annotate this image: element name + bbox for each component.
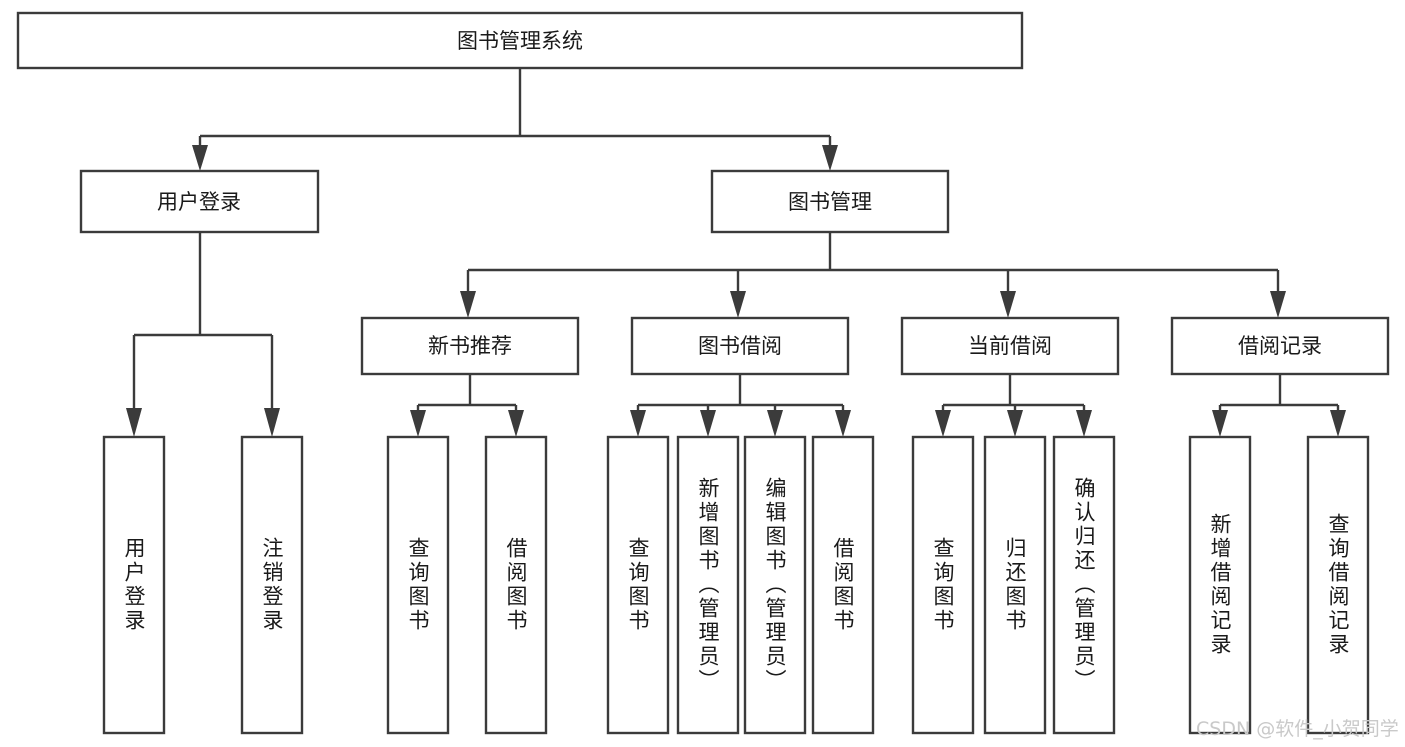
node-leaf-query-borrow-record-box[interactable] xyxy=(1306,435,1370,735)
node-leaf-query-book-recommend-box[interactable] xyxy=(386,435,450,735)
arrow-head-leaf-confirm-return xyxy=(1076,410,1092,437)
arrow-head-book-borrow xyxy=(730,291,746,318)
arrow-head-leaf-query-borrow-record xyxy=(1330,410,1346,437)
node-book-management[interactable]: 图书管理 xyxy=(710,169,950,234)
arrow-head-leaf-logout xyxy=(264,408,280,437)
node-root-box[interactable] xyxy=(16,11,1024,70)
node-leaf-add-book[interactable]: 新增图书（管理员） xyxy=(676,435,740,735)
arrow-head-leaf-add-book xyxy=(700,410,716,437)
node-leaf-user-login[interactable]: 用户登录 xyxy=(102,435,166,735)
node-user-login-label: 用户登录 xyxy=(157,190,241,214)
node-leaf-query-book-borrow-label: 查询图书 xyxy=(626,537,650,633)
node-leaf-edit-book[interactable]: 编辑图书（管理员） xyxy=(743,435,807,735)
node-leaf-query-book-current-box[interactable] xyxy=(911,435,975,735)
node-leaf-borrow-book[interactable]: 借阅图书 xyxy=(811,435,875,735)
node-leaf-query-book-recommend[interactable]: 查询图书 xyxy=(386,435,450,735)
node-leaf-add-borrow-record[interactable]: 新增借阅记录 xyxy=(1188,435,1252,735)
node-root[interactable]: 图书管理系统 xyxy=(16,11,1024,70)
node-leaf-query-borrow-record-label: 查询借阅记录 xyxy=(1326,513,1350,657)
node-book-borrow-box[interactable] xyxy=(630,316,850,376)
node-leaf-add-borrow-record-label: 新增借阅记录 xyxy=(1208,513,1232,657)
node-leaf-return-book-box[interactable] xyxy=(983,435,1047,735)
node-leaf-borrow-book-recommend-label: 借阅图书 xyxy=(504,537,528,633)
node-book-management-label: 图书管理 xyxy=(788,190,872,214)
arrow-head-leaf-edit-book xyxy=(767,410,783,437)
node-current-borrow-label: 当前借阅 xyxy=(968,334,1052,358)
arrow-head-new-book-recommend xyxy=(460,291,476,318)
node-leaf-confirm-return-label: 确认归还（管理员） xyxy=(1072,477,1096,693)
node-new-book-recommend-box[interactable] xyxy=(360,316,580,376)
node-leaf-query-book-current-label: 查询图书 xyxy=(931,537,955,633)
node-leaf-return-book-label: 归还图书 xyxy=(1003,537,1027,633)
node-borrow-records-label: 借阅记录 xyxy=(1238,334,1322,358)
node-leaf-logout[interactable]: 注销登录 xyxy=(240,435,304,735)
node-user-login-box[interactable] xyxy=(79,169,320,234)
node-leaf-query-book-borrow[interactable]: 查询图书 xyxy=(606,435,670,735)
node-leaf-add-borrow-record-box[interactable] xyxy=(1188,435,1252,735)
node-leaf-user-login-box[interactable] xyxy=(102,435,166,735)
node-new-book-recommend[interactable]: 新书推荐 xyxy=(360,316,580,376)
node-leaf-return-book[interactable]: 归还图书 xyxy=(983,435,1047,735)
node-leaf-borrow-book-recommend-box[interactable] xyxy=(484,435,548,735)
arrow-head-borrow-records xyxy=(1270,291,1286,318)
node-leaf-query-book-current[interactable]: 查询图书 xyxy=(911,435,975,735)
node-borrow-records-box[interactable] xyxy=(1170,316,1390,376)
arrow-head-leaf-borrow-book-recommend xyxy=(508,410,524,437)
watermark: CSDN @软件_小贺同学 xyxy=(1196,718,1399,740)
arrow-head-current-borrow xyxy=(1000,291,1016,318)
node-leaf-query-book-borrow-box[interactable] xyxy=(606,435,670,735)
node-leaf-query-borrow-record[interactable]: 查询借阅记录 xyxy=(1306,435,1370,735)
node-current-borrow[interactable]: 当前借阅 xyxy=(900,316,1120,376)
node-root-label: 图书管理系统 xyxy=(457,29,583,53)
node-leaf-logout-label: 注销登录 xyxy=(260,537,284,633)
node-leaf-logout-box[interactable] xyxy=(240,435,304,735)
arrow-head-leaf-return-book xyxy=(1007,410,1023,437)
node-leaf-borrow-book-box[interactable] xyxy=(811,435,875,735)
node-leaf-borrow-book-label: 借阅图书 xyxy=(831,537,855,633)
node-leaf-query-book-recommend-label: 查询图书 xyxy=(406,537,430,633)
arrow-head-leaf-borrow-book xyxy=(835,410,851,437)
node-borrow-records[interactable]: 借阅记录 xyxy=(1170,316,1390,376)
arrow-head-user-login xyxy=(192,145,208,171)
node-leaf-user-login-label: 用户登录 xyxy=(122,537,146,633)
node-leaf-add-book-box[interactable] xyxy=(676,435,740,735)
arrow-head-book-management xyxy=(822,145,838,171)
arrow-head-leaf-query-book-borrow xyxy=(630,410,646,437)
node-current-borrow-box[interactable] xyxy=(900,316,1120,376)
node-book-borrow-label: 图书借阅 xyxy=(698,334,782,358)
node-leaf-confirm-return-box[interactable] xyxy=(1052,435,1116,735)
node-leaf-edit-book-label: 编辑图书（管理员） xyxy=(763,477,787,693)
arrow-head-leaf-user-login xyxy=(126,408,142,437)
node-leaf-add-book-label: 新增图书（管理员） xyxy=(696,477,720,693)
node-book-borrow[interactable]: 图书借阅 xyxy=(630,316,850,376)
arrow-head-leaf-add-borrow-record xyxy=(1212,410,1228,437)
arrow-head-leaf-query-book-recommend xyxy=(410,410,426,437)
node-book-management-box[interactable] xyxy=(710,169,950,234)
node-leaf-borrow-book-recommend[interactable]: 借阅图书 xyxy=(484,435,548,735)
connector-layer xyxy=(126,68,1346,437)
node-new-book-recommend-label: 新书推荐 xyxy=(428,334,512,358)
node-user-login[interactable]: 用户登录 xyxy=(79,169,320,234)
arrow-head-leaf-query-book-current xyxy=(935,410,951,437)
node-leaf-edit-book-box[interactable] xyxy=(743,435,807,735)
node-leaf-confirm-return[interactable]: 确认归还（管理员） xyxy=(1052,435,1116,735)
